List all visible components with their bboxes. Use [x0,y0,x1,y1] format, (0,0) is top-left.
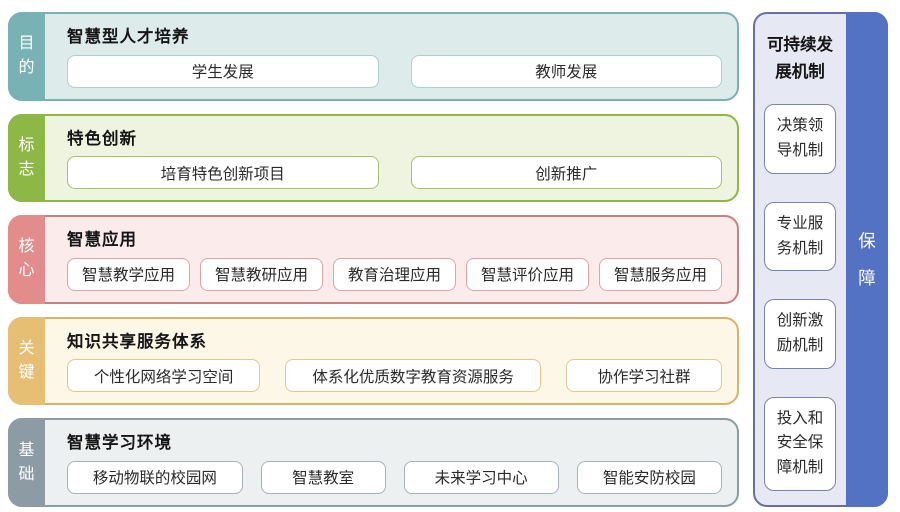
mechanism-box: 投入和安全保障机制 [764,396,836,491]
row-content: 智慧型人才培养 学生发展 教师发展 [47,14,737,99]
item-box: 智慧服务应用 [599,257,722,291]
item-box: 培育特色创新项目 [67,156,379,190]
row-symbol: 标志 特色创新 培育特色创新项目 创新推广 [8,113,739,203]
mechanism-label: 创新激励机制 [776,312,824,355]
item-box: 学生发展 [67,54,379,88]
row-tab-key: 关键 [8,316,45,406]
row-tab-label: 基础 [18,441,35,483]
row-items: 智慧教学应用 智慧教研应用 教育治理应用 智慧评价应用 智慧服务应用 [67,257,722,291]
item-box: 移动物联的校园网 [67,460,243,494]
mechanism-list: 决策领导机制 专业服务机制 创新激励机制 投入和安全保障机制 [764,104,836,491]
row-content: 智慧应用 智慧教学应用 智慧教研应用 教育治理应用 智慧评价应用 智慧服务应用 [47,217,737,302]
mechanism-box: 专业服务机制 [764,201,836,272]
item-box: 智慧教学应用 [67,257,190,291]
row-tab-core: 核心 [8,215,45,304]
row-title: 智慧学习环境 [67,434,172,453]
item-box: 智慧教室 [260,460,386,494]
mechanism-label: 投入和安全保障机制 [776,409,824,477]
item-box: 协作学习社群 [565,359,722,393]
guarantee-strip: 保障 [846,12,888,507]
panel-title: 可持续发展机制 [766,36,833,82]
item-box: 创新推广 [410,156,722,190]
item-box: 未来学习中心 [403,460,559,494]
row-title: 知识共享服务体系 [67,332,207,351]
sustainable-mechanism-panel: 可持续发展机制 决策领导机制 专业服务机制 创新激励机制 投入和安全保障机制 保… [753,12,888,507]
item-box: 体系化优质数字教育资源服务 [285,359,541,393]
mechanism-label: 决策领导机制 [776,117,824,160]
row-tab-label: 目的 [18,35,35,77]
item-box: 教育治理应用 [333,257,456,291]
row-title: 智慧应用 [67,231,137,250]
guarantee-label: 保障 [858,230,876,288]
row-purpose: 目的 智慧型人才培养 学生发展 教师发展 [8,12,739,101]
row-content: 智慧学习环境 移动物联的校园网 智慧教室 未来学习中心 智能安防校园 [47,420,737,505]
row-tab-symbol: 标志 [8,113,45,203]
row-tab-foundation: 基础 [8,418,45,507]
row-title: 智慧型人才培养 [67,28,190,46]
item-box: 教师发展 [410,54,722,88]
row-foundation: 基础 智慧学习环境 移动物联的校园网 智慧教室 未来学习中心 智能安防校园 [8,418,739,507]
row-tab-label: 标志 [18,136,35,178]
row-tab-label: 关键 [18,340,35,382]
row-content: 特色创新 培育特色创新项目 创新推广 [47,116,737,201]
row-core: 核心 智慧应用 智慧教学应用 智慧教研应用 教育治理应用 智慧评价应用 智慧服务… [8,215,739,304]
row-content: 知识共享服务体系 个性化网络学习空间 体系化优质数字教育资源服务 协作学习社群 [47,319,737,404]
row-items: 学生发展 教师发展 [67,54,722,88]
row-title: 特色创新 [67,129,137,148]
row-tab-purpose: 目的 [8,12,45,101]
item-box: 智慧教研应用 [200,257,323,291]
row-items: 培育特色创新项目 创新推广 [67,156,722,190]
row-items: 移动物联的校园网 智慧教室 未来学习中心 智能安防校园 [67,460,722,494]
mechanism-box: 创新激励机制 [764,299,836,369]
item-box: 智慧评价应用 [466,257,589,291]
row-key: 关键 知识共享服务体系 个性化网络学习空间 体系化优质数字教育资源服务 协作学习… [8,316,739,406]
item-box: 智能安防校园 [576,460,722,494]
row-items: 个性化网络学习空间 体系化优质数字教育资源服务 协作学习社群 [67,359,722,393]
tiers-column: 目的 智慧型人才培养 学生发展 教师发展 标志 特色创新 培育特色创新项目 创新… [8,12,739,507]
item-box: 个性化网络学习空间 [67,359,261,393]
row-tab-label: 核心 [18,238,35,280]
mechanism-box: 决策领导机制 [764,104,836,175]
mechanism-label: 专业服务机制 [776,214,824,257]
